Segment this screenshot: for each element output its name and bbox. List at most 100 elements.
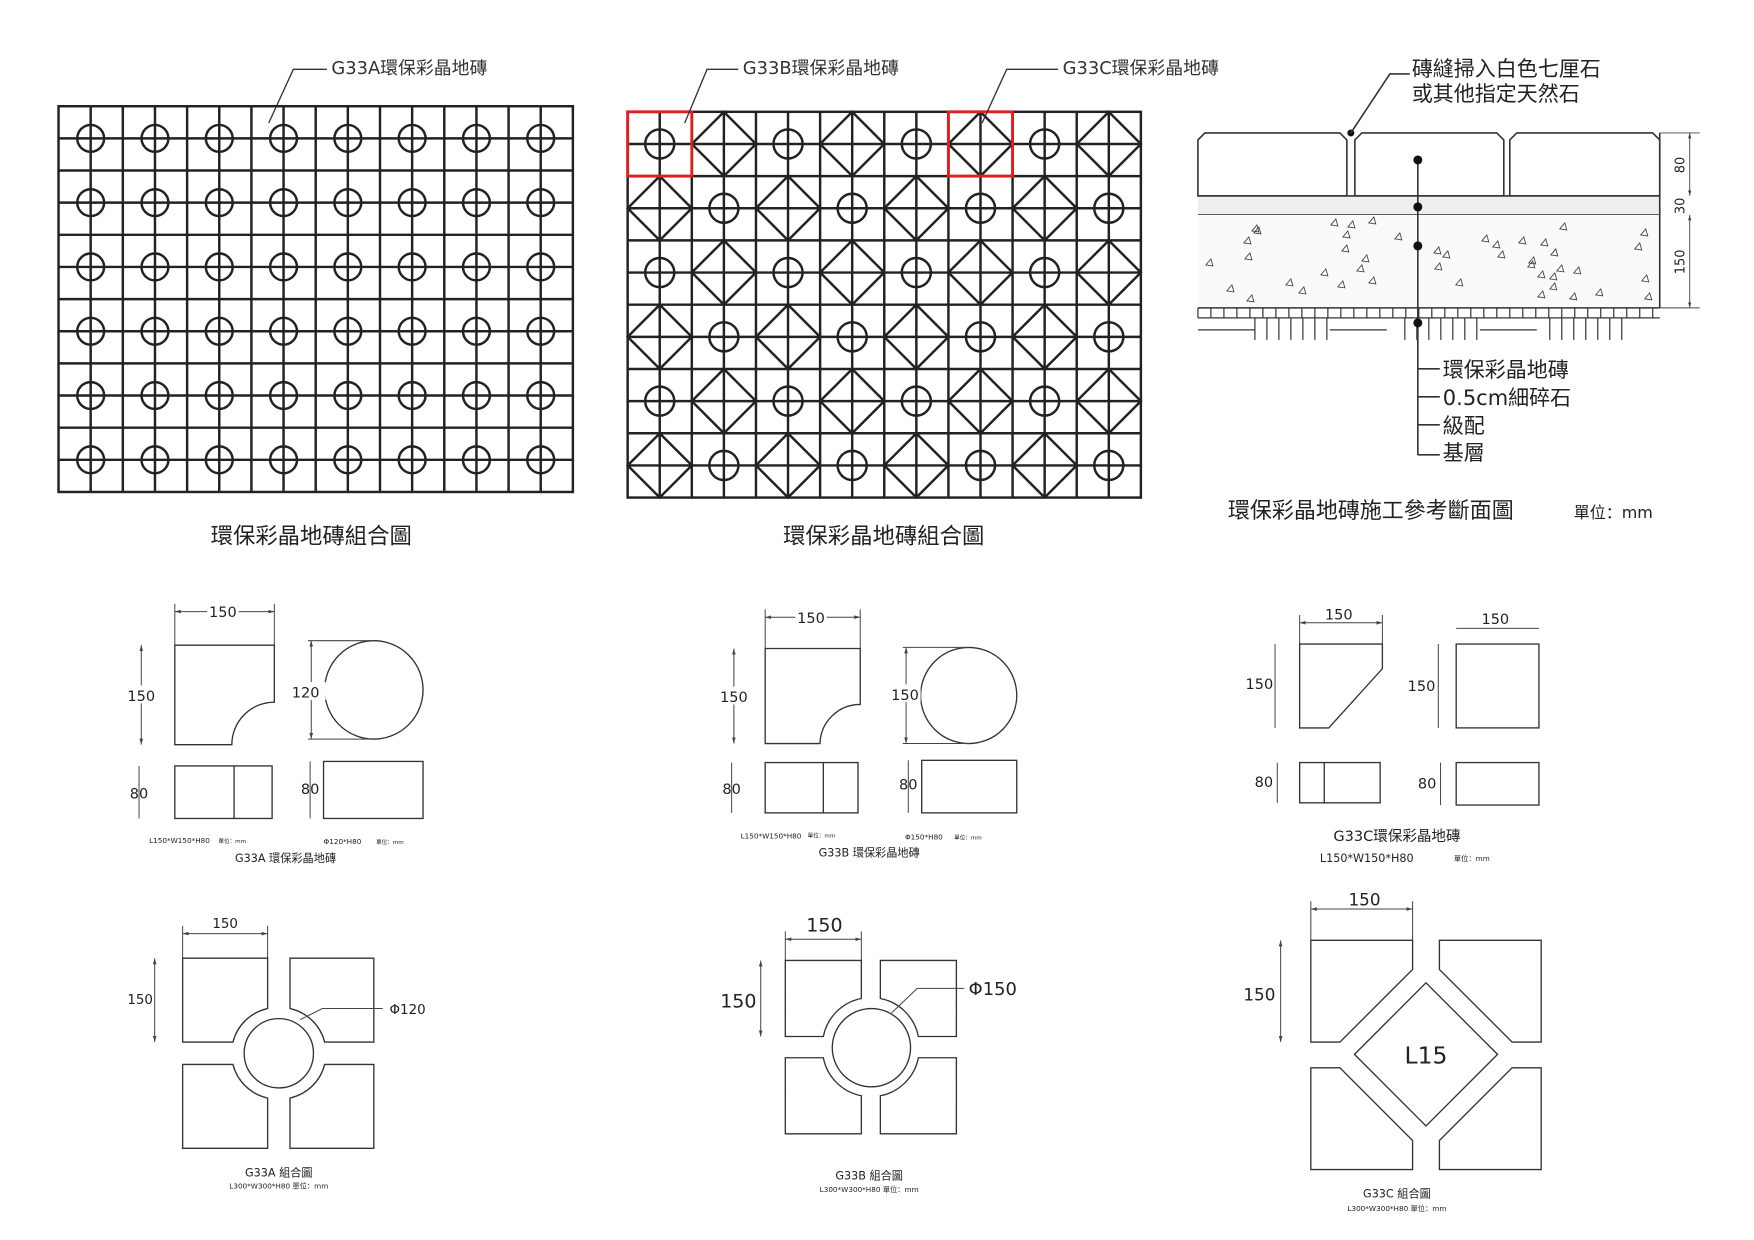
aggregate-triangle [1243, 235, 1252, 245]
circle-tile [643, 128, 676, 160]
g33a-label: G33A環保彩晶地磚 [331, 58, 487, 79]
aggregate-triangle [1393, 231, 1403, 241]
circle-tile [268, 188, 299, 218]
dim-width: 150 [797, 611, 825, 627]
circle-tile [397, 188, 427, 218]
base-layer-hatch [1197, 307, 1660, 340]
circle-tile [76, 445, 106, 475]
diamond-tile [1074, 110, 1143, 178]
circle-tile [708, 192, 740, 225]
circle-tile [204, 252, 234, 282]
circle-tile [708, 321, 740, 353]
dim-thickness: 80 [1418, 776, 1436, 792]
aggregate-triangle [1594, 287, 1604, 297]
circle-tile [900, 128, 933, 160]
circle-tile [140, 445, 170, 475]
detail-g33a: 150 150 120 80 80 L150*W150*H80 單位：mm Φ1… [125, 601, 424, 865]
circle-tile [76, 188, 106, 218]
aggregate-symbols [1205, 215, 1653, 303]
aggregate-triangle [1336, 279, 1346, 289]
circle-tile-top [919, 646, 1018, 745]
circle-tile [772, 385, 804, 417]
circle-tile [461, 188, 492, 218]
combo-spec: L300*W300*H80 單位：mm [229, 1182, 328, 1191]
circle-tile-top [323, 640, 424, 740]
quarter-cut-tile-top [174, 644, 276, 746]
circle-tile [204, 188, 234, 218]
aggregate-triangle [1433, 261, 1443, 271]
aggregate-triangle [1539, 237, 1549, 247]
aggregate-triangle [1572, 265, 1582, 275]
highlight-box [946, 110, 1015, 178]
circle-tile [643, 385, 676, 417]
g33c-leader: G33C環保彩晶地磚 [981, 58, 1219, 124]
circle-tile [964, 449, 997, 482]
detail-g33b: 150 150 150 80 80 L150*W150*H80 單位：mm Φ1… [718, 607, 1018, 859]
diamond-tile [1010, 431, 1079, 500]
spec-label: L150*W150*H80 [1320, 852, 1414, 865]
circle-tile [76, 380, 106, 411]
aggregate-triangle [1454, 277, 1464, 287]
circle-tile [643, 256, 676, 289]
circle-tile [526, 188, 556, 218]
dim-width: 150 [806, 914, 842, 936]
highlight-box [626, 110, 694, 178]
aggregate-triangle [1548, 271, 1558, 281]
layer-label-paver: 環保彩晶地磚 [1443, 358, 1569, 382]
circle-tile [526, 445, 556, 475]
diamond-tile [690, 238, 758, 307]
diamond-tile [690, 367, 758, 435]
aggregate-triangle [1244, 251, 1253, 261]
combo-title: G33A 組合圖 [245, 1165, 313, 1179]
circle-tile [333, 380, 363, 411]
aggregate-triangle [1285, 277, 1294, 287]
aggregate-triangle [1432, 245, 1442, 255]
circle-tile [397, 445, 427, 475]
aggregate-triangle [1298, 285, 1307, 295]
circle-tile [900, 256, 933, 289]
aggregate-triangle [1367, 275, 1377, 285]
aggregate-triangle [1555, 263, 1565, 273]
aggregate-triangle [1548, 281, 1558, 291]
g33b-label: G33B環保彩晶地磚 [743, 58, 899, 79]
dim-height: 150 [1243, 985, 1275, 1005]
combo-g33a: 150 150 Φ120 G33A 組合圖 L300*W300*H80 單位：m… [127, 917, 425, 1191]
center-circle [243, 1017, 315, 1089]
center-diamond [1353, 981, 1499, 1127]
aggregate-triangle [1568, 291, 1578, 301]
dim-height: 150 [127, 993, 153, 1008]
circle-tile [268, 316, 299, 346]
unit-label: 單位：mm [218, 837, 246, 845]
unit-label: 單位：mm [376, 838, 404, 846]
diamond-tile [1010, 303, 1079, 371]
aggregate-triangle [1480, 233, 1490, 243]
square-tile-top [1455, 643, 1540, 729]
detail-title: G33A 環保彩晶地磚 [235, 851, 336, 865]
layer-label-gravel: 0.5cm細碎石 [1443, 386, 1571, 410]
circle-tile [268, 123, 299, 154]
aggregate-triangle [1633, 241, 1643, 251]
circle-tile [1093, 321, 1125, 353]
circle-tile [268, 445, 299, 475]
aggregate-layer [1197, 214, 1660, 308]
combo-spec: L300*W300*H80 單位：mm [820, 1185, 919, 1194]
spec-label: Φ120*H80 [324, 837, 362, 846]
circle-tile [461, 252, 492, 282]
circle-tile [461, 316, 492, 346]
dim-width: 150 [1348, 890, 1380, 910]
circle-tile [1028, 256, 1061, 289]
joint-note-line1: 磚縫掃入白色七厘石 [1412, 57, 1601, 81]
circle-tile [333, 316, 363, 346]
circle-tile [204, 123, 234, 154]
layer-label-aggregate: 級配 [1443, 414, 1485, 438]
dim-base-height: 150 [1674, 249, 1689, 274]
diamond-tile [818, 110, 887, 178]
aggregate-triangle [1536, 289, 1546, 299]
unit-label: 單位：mm [1454, 854, 1490, 863]
aggregate-triangle [1253, 225, 1262, 235]
circle-tile [397, 316, 427, 346]
aggregate-triangle [1640, 273, 1650, 283]
circle-tile [397, 380, 427, 411]
spec-label: Φ150*H80 [905, 833, 943, 842]
diamond-tile [818, 367, 887, 435]
